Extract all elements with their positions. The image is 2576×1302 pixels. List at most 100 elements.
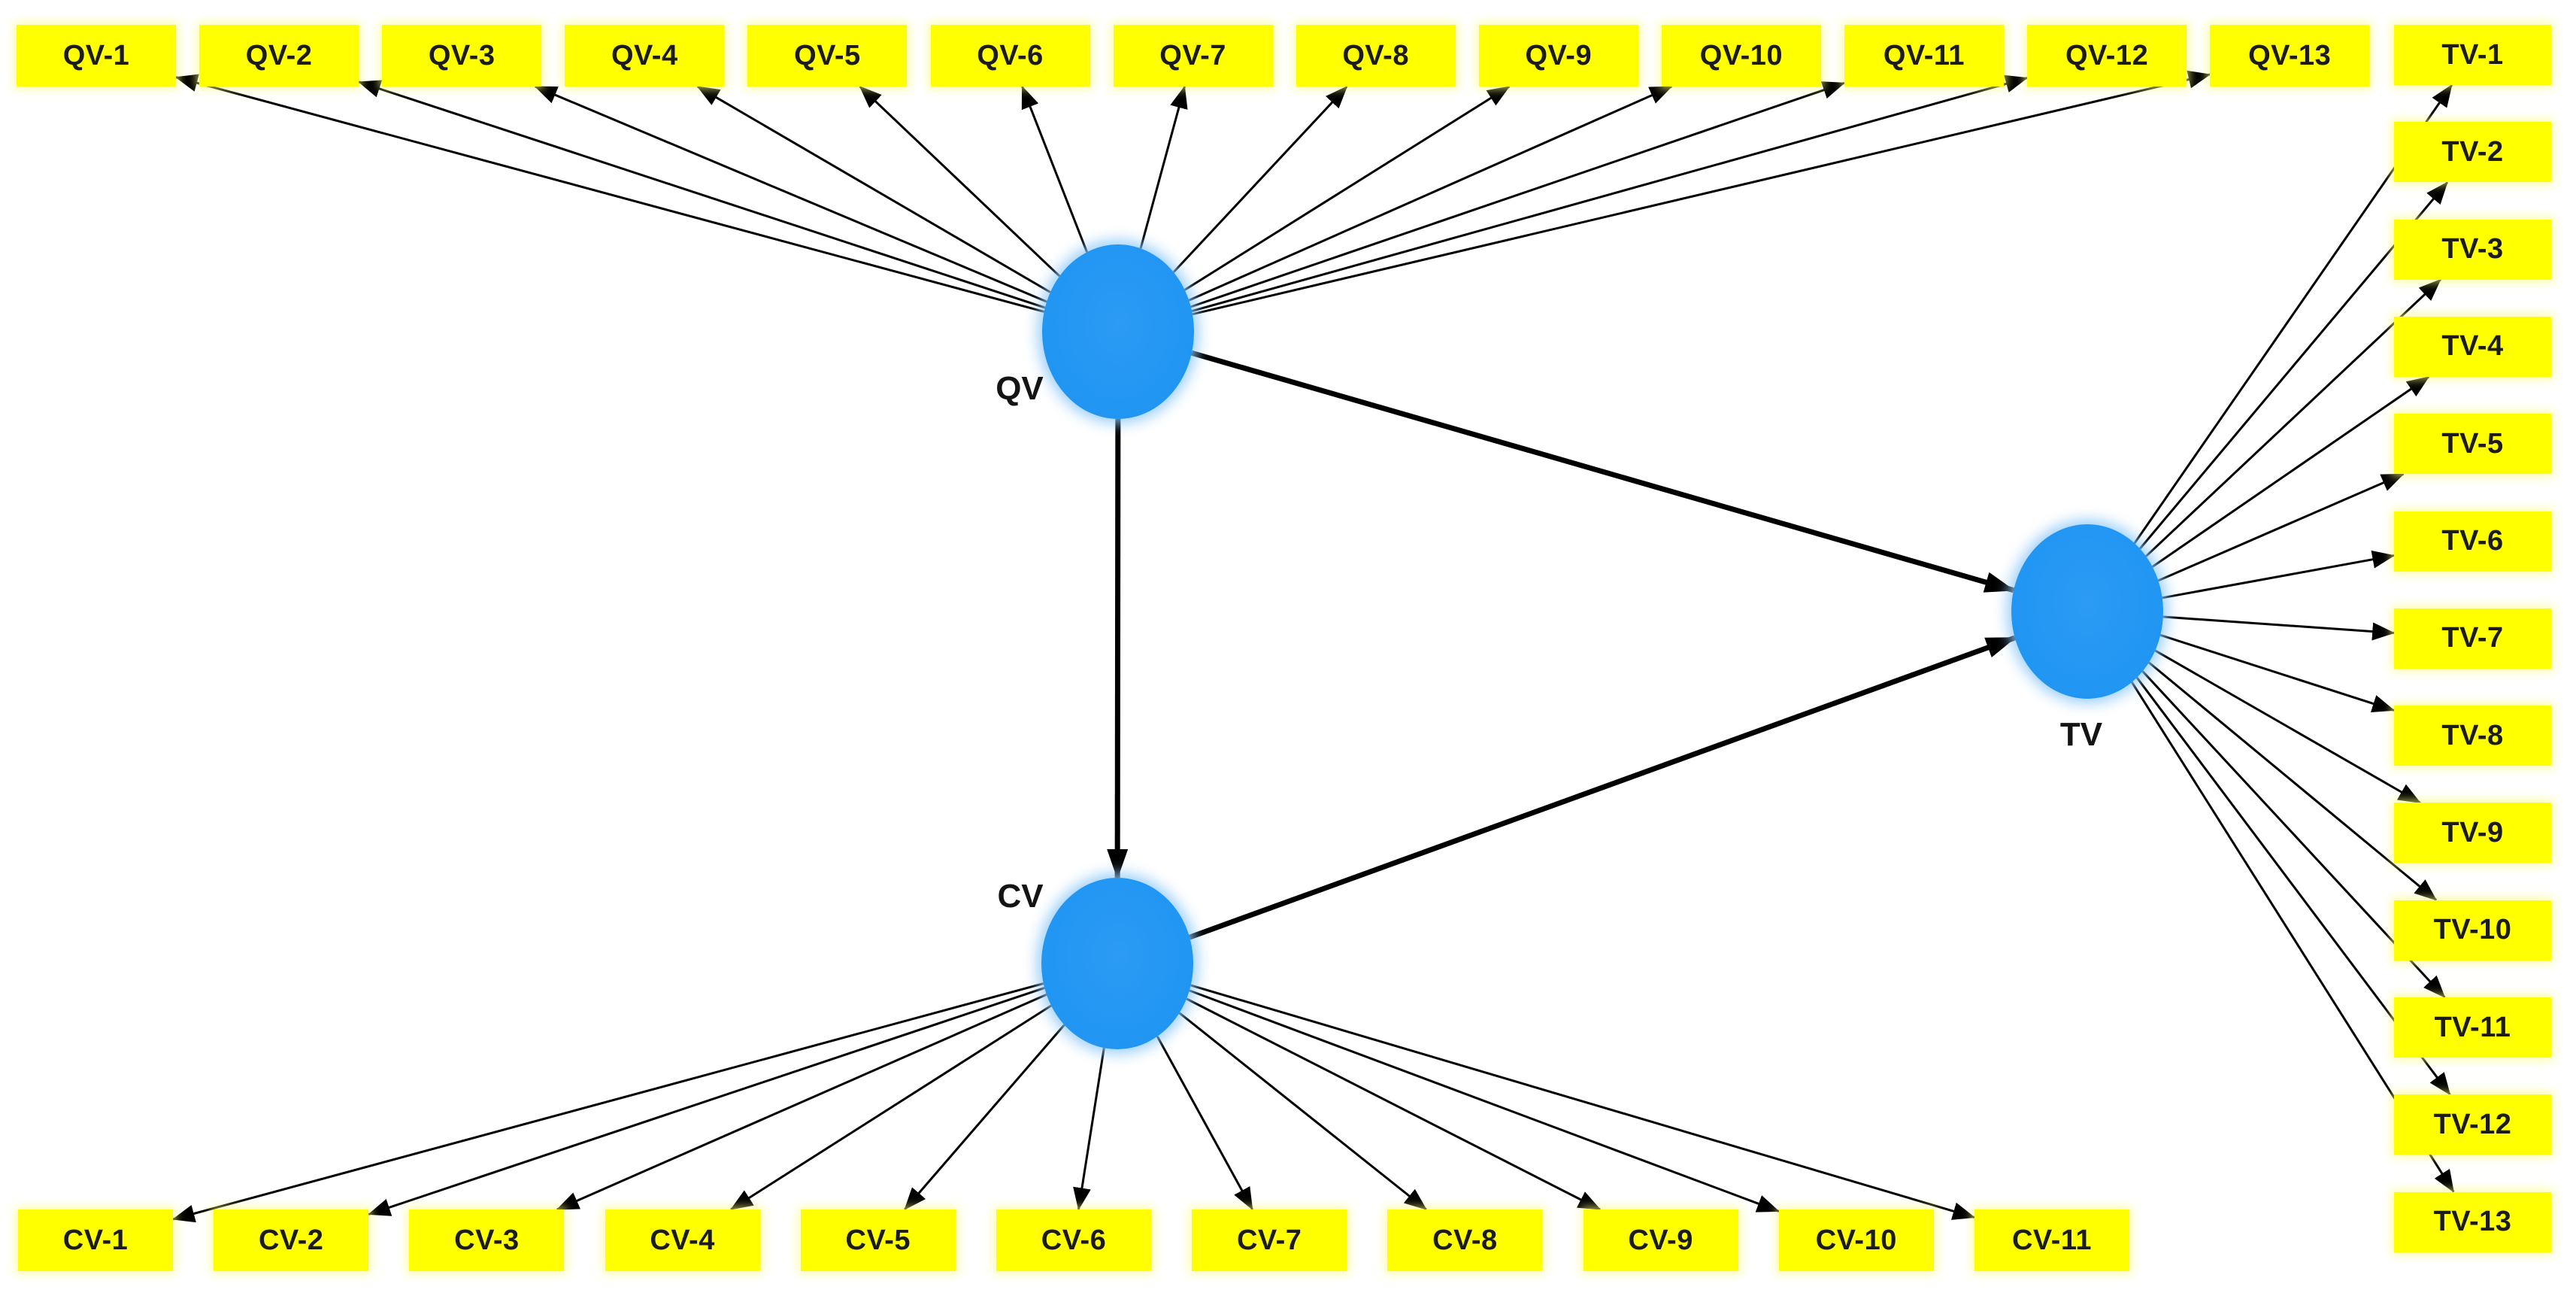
indicator-box-qv-12[interactable]: QV-12 xyxy=(2027,25,2187,86)
indicator-box-qv-6[interactable]: QV-6 xyxy=(930,25,1090,86)
indicator-label: TV-12 xyxy=(2433,1108,2512,1140)
indicator-label: TV-11 xyxy=(2434,1011,2511,1043)
indicator-box-qv-13[interactable]: QV-13 xyxy=(2210,25,2370,86)
indicator-box-tv-10[interactable]: TV-10 xyxy=(2394,900,2551,961)
indicator-arrow-cv-to-cv-1 xyxy=(171,982,1044,1223)
indicator-box-tv-7[interactable]: TV-7 xyxy=(2394,608,2551,669)
indicator-box-cv-5[interactable]: CV-5 xyxy=(800,1209,956,1271)
indicator-box-cv-4[interactable]: CV-4 xyxy=(605,1209,760,1271)
indicator-arrow-cv-to-cv-9 xyxy=(1186,997,1602,1211)
indicator-arrow-tv-to-tv-7 xyxy=(2162,615,2396,641)
indicator-box-qv-7[interactable]: QV-7 xyxy=(1113,25,1273,86)
indicator-arrow-qv-to-qv-13 xyxy=(1192,70,2211,316)
indicator-box-qv-5[interactable]: QV-5 xyxy=(747,25,908,86)
latent-node-label-cv: CV xyxy=(997,878,1044,915)
indicator-box-qv-3[interactable]: QV-3 xyxy=(382,25,542,86)
indicator-arrow-cv-to-cv-2 xyxy=(368,987,1045,1216)
indicator-arrow-tv-to-tv-3 xyxy=(2145,278,2441,557)
indicator-box-tv-6[interactable]: TV-6 xyxy=(2394,511,2551,572)
indicator-box-cv-2[interactable]: CV-2 xyxy=(214,1209,369,1271)
indicator-box-tv-4[interactable]: TV-4 xyxy=(2394,316,2551,377)
indicator-box-qv-11[interactable]: QV-11 xyxy=(1844,25,2004,86)
indicator-arrow-cv-to-cv-11 xyxy=(1190,984,1976,1220)
latent-node-qv[interactable] xyxy=(1042,244,1194,419)
indicator-box-qv-1[interactable]: QV-1 xyxy=(17,25,176,86)
indicator-box-tv-3[interactable]: TV-3 xyxy=(2394,219,2551,280)
indicator-arrow-cv-to-cv-8 xyxy=(1178,1012,1427,1211)
indicator-arrow-tv-to-tv-9 xyxy=(2154,649,2421,804)
indicator-box-qv-8[interactable]: QV-8 xyxy=(1296,25,1456,86)
indicator-arrow-tv-to-tv-5 xyxy=(2157,472,2405,582)
indicator-label: QV-6 xyxy=(977,39,1044,71)
indicator-label: CV-8 xyxy=(1432,1224,1498,1256)
indicator-box-cv-10[interactable]: CV-10 xyxy=(1778,1209,1934,1271)
indicator-label: TV-7 xyxy=(2441,622,2504,654)
indicator-box-qv-4[interactable]: QV-4 xyxy=(565,25,725,86)
indicator-label: TV-8 xyxy=(2441,719,2504,751)
indicator-arrow-qv-to-qv-3 xyxy=(534,85,1047,303)
indicator-box-cv-8[interactable]: CV-8 xyxy=(1387,1209,1543,1271)
indicator-box-cv-9[interactable]: CV-9 xyxy=(1583,1209,1738,1271)
indicator-box-tv-12[interactable]: TV-12 xyxy=(2394,1094,2551,1155)
indicator-box-cv-11[interactable]: CV-11 xyxy=(1974,1209,2129,1271)
indicator-box-tv-11[interactable]: TV-11 xyxy=(2394,997,2551,1058)
indicator-box-cv-6[interactable]: CV-6 xyxy=(996,1209,1151,1271)
indicator-box-qv-2[interactable]: QV-2 xyxy=(199,25,359,86)
indicator-arrow-cv-to-cv-5 xyxy=(904,1024,1065,1210)
indicator-arrow-qv-to-qv-12 xyxy=(1191,74,2029,313)
indicator-box-cv-7[interactable]: CV-7 xyxy=(1192,1209,1347,1271)
indicator-label: CV-4 xyxy=(650,1224,715,1256)
latent-node-cv[interactable] xyxy=(1041,878,1193,1049)
indicator-box-tv-1[interactable]: TV-1 xyxy=(2394,25,2551,85)
indicator-label: QV-12 xyxy=(2065,39,2149,71)
indicator-box-cv-1[interactable]: CV-1 xyxy=(18,1209,173,1271)
indicator-label: QV-10 xyxy=(1699,39,1783,71)
indicator-label: CV-3 xyxy=(454,1224,520,1256)
indicator-label: TV-13 xyxy=(2433,1206,2512,1238)
indicator-label: TV-6 xyxy=(2441,525,2504,557)
indicator-arrow-qv-to-qv-9 xyxy=(1183,85,1511,291)
indicator-arrow-qv-to-qv-8 xyxy=(1172,85,1348,273)
indicator-box-tv-2[interactable]: TV-2 xyxy=(2394,122,2551,183)
indicator-arrow-qv-to-qv-6 xyxy=(1021,85,1089,253)
indicator-arrow-cv-to-cv-3 xyxy=(556,993,1047,1211)
indicator-arrow-tv-to-tv-8 xyxy=(2159,633,2396,713)
indicator-label: TV-5 xyxy=(2441,427,2504,460)
indicator-arrow-qv-to-qv-2 xyxy=(357,80,1046,309)
indicator-label: TV-4 xyxy=(2441,330,2504,363)
indicator-label: CV-10 xyxy=(1815,1224,1897,1256)
indicator-arrow-qv-to-qv-4 xyxy=(696,85,1051,293)
indicator-arrow-cv-to-cv-4 xyxy=(730,1004,1052,1211)
indicator-arrow-tv-to-tv-4 xyxy=(2151,375,2430,568)
indicator-label: QV-8 xyxy=(1342,39,1409,71)
indicator-label: CV-5 xyxy=(845,1224,911,1256)
structural-arrow-cv-to-tv xyxy=(1188,635,2017,940)
indicator-label: QV-13 xyxy=(2248,39,2332,71)
indicator-box-qv-9[interactable]: QV-9 xyxy=(1478,25,1638,86)
indicator-label: QV-11 xyxy=(1883,39,1965,71)
indicator-label: TV-2 xyxy=(2441,135,2504,168)
indicator-box-qv-10[interactable]: QV-10 xyxy=(1661,25,1821,86)
indicator-box-tv-8[interactable]: TV-8 xyxy=(2394,706,2551,766)
indicator-label: CV-2 xyxy=(258,1224,324,1256)
indicator-box-tv-9[interactable]: TV-9 xyxy=(2394,803,2551,863)
indicator-arrow-qv-to-qv-11 xyxy=(1190,81,1846,308)
indicator-label: TV-10 xyxy=(2433,914,2512,946)
indicator-box-tv-13[interactable]: TV-13 xyxy=(2394,1191,2551,1252)
indicator-label: CV-6 xyxy=(1041,1224,1107,1256)
indicator-arrow-qv-to-qv-10 xyxy=(1188,85,1673,302)
indicator-box-cv-3[interactable]: CV-3 xyxy=(409,1209,565,1271)
indicator-arrow-cv-to-cv-6 xyxy=(1073,1048,1105,1211)
indicator-label: CV-11 xyxy=(2011,1224,2093,1256)
indicator-label: QV-4 xyxy=(611,39,678,71)
indicator-label: QV-1 xyxy=(62,39,130,71)
latent-node-label-qv: QV xyxy=(996,370,1044,407)
indicator-label: CV-9 xyxy=(1628,1224,1693,1256)
indicator-label: CV-1 xyxy=(62,1224,129,1256)
indicator-box-tv-5[interactable]: TV-5 xyxy=(2394,414,2551,475)
indicator-label: CV-7 xyxy=(1236,1224,1302,1256)
latent-node-tv[interactable] xyxy=(2011,524,2163,699)
indicator-label: QV-2 xyxy=(245,39,313,71)
